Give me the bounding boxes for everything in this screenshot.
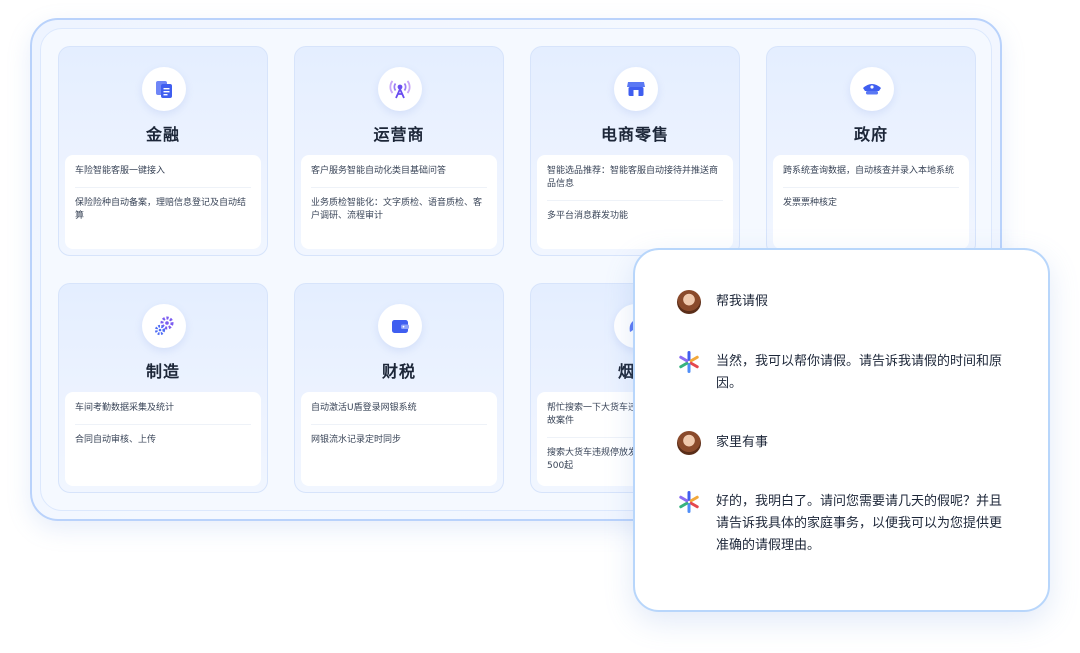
user-avatar — [677, 431, 701, 455]
assistant-logo-icon — [677, 350, 701, 374]
industry-board: 金融 车险智能客服一键接入 保险险种自动备案，理赔信息登记及自动结算 运营商 客… — [30, 18, 1002, 521]
document-icon — [142, 67, 186, 111]
chat-message-user: 帮我请假 — [677, 290, 1008, 314]
chat-message-assistant: 好的，我明白了。请问您需要请几天的假呢？并且请告诉我具体的家庭事务，以便我可以为… — [677, 490, 1008, 557]
gears-icon — [142, 304, 186, 348]
card-item: 车险智能客服一键接入 — [75, 165, 251, 188]
card-item: 自动激活U盾登录网银系统 — [311, 402, 487, 425]
card-item: 发票票种核定 — [783, 198, 838, 208]
signal-tower-icon — [378, 67, 422, 111]
chat-message-text: 家里有事 — [716, 435, 769, 450]
card-item: 跨系统查询数据，自动核查并录入本地系统 — [783, 165, 959, 188]
card-item: 搜索大货车违规停放发生的交通事故案件500起 — [547, 448, 710, 471]
chat-window: 帮我请假 当然，我可以帮你请假。请告诉我请假的时间和原因。 家里有事 — [633, 248, 1050, 612]
card-item: 多平台消息群发功能 — [547, 211, 629, 221]
card-finance-tax[interactable]: 财税 自动激活U盾登录网银系统 网银流水记录定时同步 — [294, 283, 504, 493]
card-government[interactable]: 政府 跨系统查询数据，自动核查并录入本地系统 发票票种核定 — [766, 46, 976, 256]
chat-message-text: 帮我请假 — [716, 294, 769, 309]
card-item: 客户服务智能自动化类目基础问答 — [311, 165, 487, 188]
card-telecom[interactable]: 运营商 客户服务智能自动化类目基础问答 业务质检智能化：文字质检、语音质检、客户… — [294, 46, 504, 256]
card-title: 运营商 — [373, 125, 425, 144]
card-panel: 车间考勤数据采集及统计 合同自动审核、上传 — [65, 392, 261, 486]
card-finance[interactable]: 金融 车险智能客服一键接入 保险险种自动备案，理赔信息登记及自动结算 — [58, 46, 268, 256]
card-item: 车间考勤数据采集及统计 — [75, 402, 251, 425]
card-title: 政府 — [853, 125, 888, 144]
chat-message-text: 当然，我可以帮你请假。请告诉我请假的时间和原因。 — [716, 354, 1003, 391]
card-title: 电商零售 — [600, 125, 669, 144]
card-ecommerce[interactable]: 电商零售 智能选品推荐：智能客服自动接待并推送商品信息 多平台消息群发功能 — [530, 46, 740, 256]
card-panel: 跨系统查询数据，自动核查并录入本地系统 发票票种核定 — [773, 155, 969, 249]
card-title: 制造 — [145, 362, 180, 381]
wallet-icon — [378, 304, 422, 348]
police-hat-icon — [850, 67, 894, 111]
chat-message-text: 好的，我明白了。请问您需要请几天的假呢？并且请告诉我具体的家庭事务，以便我可以为… — [716, 494, 1003, 553]
card-item: 智能选品推荐：智能客服自动接待并推送商品信息 — [547, 165, 723, 201]
card-panel: 车险智能客服一键接入 保险险种自动备案，理赔信息登记及自动结算 — [65, 155, 261, 249]
card-item: 业务质检智能化：文字质检、语音质检、客户调研、流程审计 — [311, 198, 483, 221]
store-icon — [614, 67, 658, 111]
assistant-logo-icon — [677, 490, 701, 514]
user-avatar — [677, 290, 701, 314]
chat-message-assistant: 当然，我可以帮你请假。请告诉我请假的时间和原因。 — [677, 350, 1008, 395]
card-panel: 智能选品推荐：智能客服自动接待并推送商品信息 多平台消息群发功能 — [537, 155, 733, 249]
card-panel: 自动激活U盾登录网银系统 网银流水记录定时同步 — [301, 392, 497, 486]
chat-message-user: 家里有事 — [677, 431, 1008, 455]
card-title: 财税 — [381, 362, 416, 381]
card-item: 保险险种自动备案，理赔信息登记及自动结算 — [75, 198, 247, 221]
card-item: 合同自动审核、上传 — [75, 435, 157, 445]
card-title: 金融 — [145, 125, 180, 144]
card-panel: 客户服务智能自动化类目基础问答 业务质检智能化：文字质检、语音质检、客户调研、流… — [301, 155, 497, 249]
card-item: 网银流水记录定时同步 — [311, 435, 402, 445]
card-manufacturing[interactable]: 制造 车间考勤数据采集及统计 合同自动审核、上传 — [58, 283, 268, 493]
